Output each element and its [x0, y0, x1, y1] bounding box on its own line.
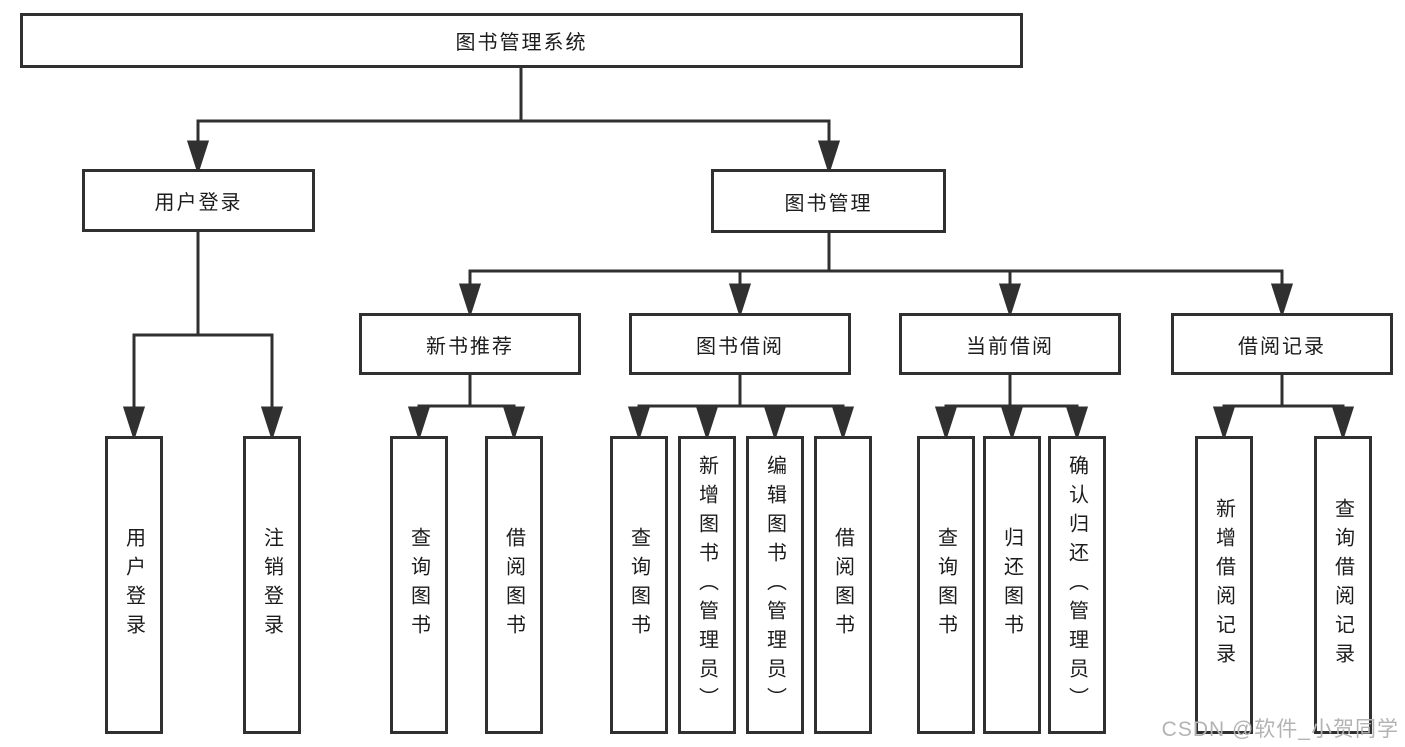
leaf-label: 用户登录	[122, 527, 145, 643]
csdn-watermark: CSDN @软件_小贺同学	[1161, 718, 1399, 741]
leaf-borrow-books: 借阅图书	[814, 436, 872, 734]
leaf-label: 确认归还（管理员）	[1065, 454, 1088, 716]
leaf-label: 借阅图书	[831, 527, 854, 643]
leaf-label: 归还图书	[1000, 527, 1023, 643]
leaf-add-books-admin: 新增图书（管理员）	[678, 436, 736, 734]
node-book-borrowing: 图书借阅	[629, 313, 851, 375]
leaf-label: 编辑图书（管理员）	[763, 454, 786, 716]
node-label: 图书管理系统	[455, 32, 588, 54]
leaf-label: 新增图书（管理员）	[695, 454, 718, 716]
leaf-add-borrow-record: 新增借阅记录	[1195, 436, 1253, 734]
leaf-label: 借阅图书	[502, 527, 525, 643]
leaf-confirm-return-admin: 确认归还（管理员）	[1048, 436, 1106, 734]
leaf-label: 查询图书	[934, 527, 957, 643]
node-label: 图书借阅	[696, 335, 784, 358]
leaf-edit-books-admin: 编辑图书（管理员）	[746, 436, 804, 734]
node-label: 借阅记录	[1238, 335, 1326, 358]
leaf-label: 查询图书	[407, 527, 430, 643]
leaf-logout: 注销登录	[243, 436, 301, 734]
node-borrow-records: 借阅记录	[1171, 313, 1393, 375]
node-label: 当前借阅	[966, 335, 1054, 358]
leaf-query-borrow-record: 查询借阅记录	[1314, 436, 1372, 734]
leaf-borrow-books-recommend: 借阅图书	[485, 436, 543, 734]
node-user-login: 用户登录	[82, 169, 315, 232]
node-book-management: 图书管理	[711, 169, 946, 233]
node-label: 新书推荐	[426, 335, 514, 358]
node-current-borrowing: 当前借阅	[899, 313, 1121, 375]
leaf-query-books-recommend: 查询图书	[390, 436, 448, 734]
leaf-label: 新增借阅记录	[1212, 498, 1235, 672]
node-library-management-system: 图书管理系统	[20, 13, 1023, 68]
leaf-user-login: 用户登录	[105, 436, 163, 734]
node-new-book-recommend: 新书推荐	[359, 313, 581, 375]
leaf-query-books-borrowing: 查询图书	[610, 436, 668, 734]
node-label: 图书管理	[784, 192, 873, 215]
leaf-return-books: 归还图书	[983, 436, 1041, 734]
leaf-label: 注销登录	[260, 527, 283, 643]
leaf-label: 查询借阅记录	[1331, 498, 1354, 672]
leaf-label: 查询图书	[627, 527, 650, 643]
node-label: 用户登录	[154, 192, 243, 214]
leaf-query-books-current: 查询图书	[917, 436, 975, 734]
